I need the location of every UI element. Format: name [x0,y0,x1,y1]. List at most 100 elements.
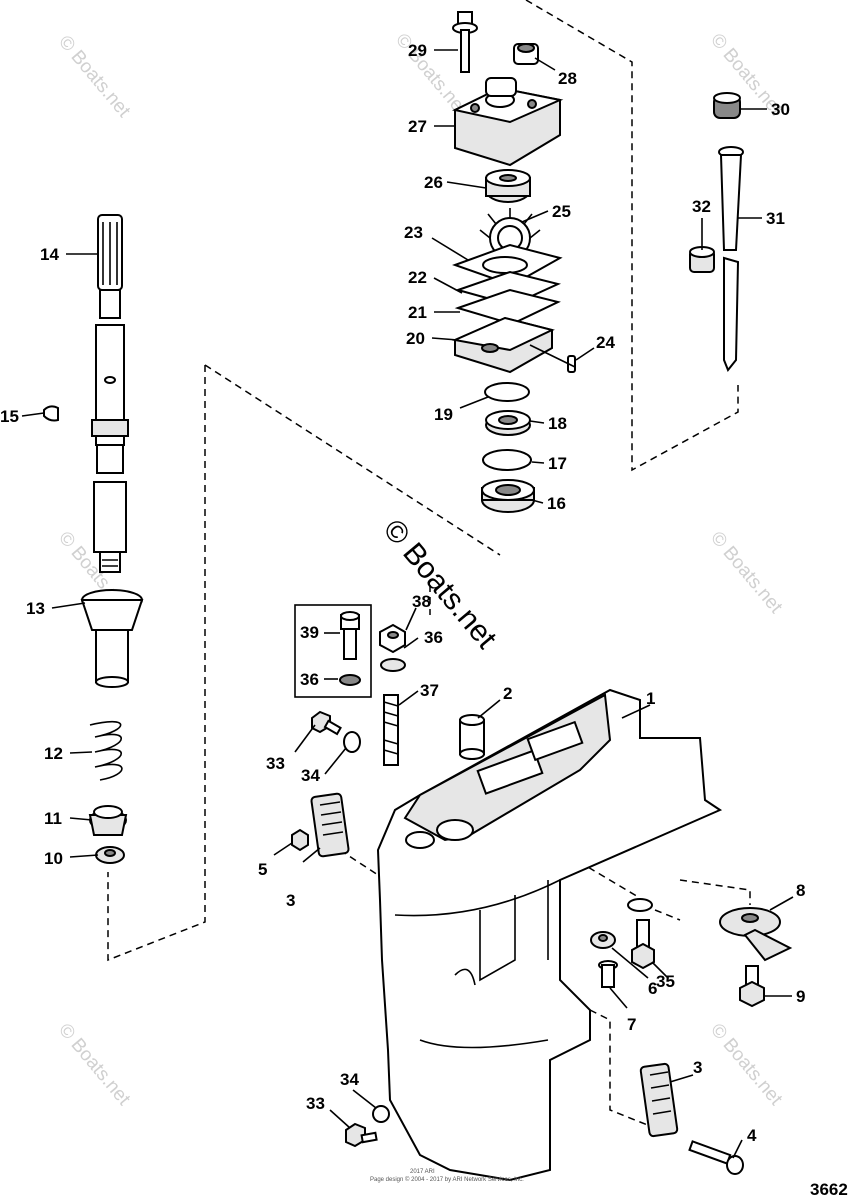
drive-key-15 [43,405,59,422]
callout-28: 28 [558,69,577,88]
trim-tab-8 [719,907,793,962]
bolt-39 [340,611,360,660]
callout-33-lower: 33 [306,1094,325,1113]
screw-7 [598,960,618,988]
anode-3-upper [310,792,350,858]
callout-39: 39 [300,623,319,642]
callout-19: 19 [434,405,453,424]
screw-33-lower [345,1122,378,1148]
pinion-nut-10 [95,846,125,864]
callout-5: 5 [258,860,267,879]
watermark-bottom-left: © Boats.net [54,1020,135,1110]
callout-34-upper: 34 [301,766,320,785]
callout-4: 4 [747,1126,757,1145]
callout-3-upper: 3 [286,891,295,910]
pump-plate-21 [454,288,561,326]
fasteners [291,710,744,1175]
stud-kit-box [294,604,372,698]
callout-6: 6 [648,979,657,998]
callout-15: 15 [0,407,19,426]
footer-top-line: 2017 ARI [410,1169,435,1175]
callout-37: 37 [420,681,439,700]
o-ring-19 [484,382,530,402]
water-pump-housing [451,77,564,167]
stud-37 [383,694,399,766]
bolt-35 [631,919,655,970]
washer-35 [627,898,653,912]
oil-seal-18 [485,410,531,436]
callout-17: 17 [548,454,567,473]
drive-shaft-14 [91,214,129,573]
callout-32: 32 [692,197,711,216]
callout-18: 18 [548,414,567,433]
callout-labels: 1 2 3 3 4 5 6 7 8 9 10 11 12 13 14 15 16… [0,41,805,1145]
callout-36-box: 36 [300,670,319,689]
anode-3-lower [639,1062,679,1138]
pump-insert [485,169,531,203]
tube-grommet-32 [689,246,715,273]
callout-38: 38 [412,592,431,611]
pump-bolt [452,11,478,73]
callout-34-lower: 34 [340,1070,359,1089]
callout-35: 35 [656,972,675,991]
watermark-bottom-right: © Boats.net [706,1020,787,1110]
callout-14: 14 [40,245,59,264]
pinion-gear-11 [88,805,128,836]
callout-29: 29 [408,41,427,60]
callout-27: 27 [408,117,427,136]
washer-36-box [339,674,361,686]
washer-34-lower [372,1105,390,1123]
water-pump-stack [451,11,576,513]
callout-11: 11 [44,809,62,828]
stud-hardware [379,623,406,766]
water-tube-assembly [689,92,744,372]
bearing-sleeve-13 [80,589,144,688]
footer-copyright: Page design © 2004 - 2017 by ARI Network… [370,1176,524,1183]
callout-31: 31 [766,209,785,228]
washer-6 [590,931,616,949]
screw-4 [688,1140,744,1175]
callout-9: 9 [796,987,805,1006]
pump-base [451,316,555,374]
callout-16: 16 [547,494,566,513]
callout-26: 26 [424,173,443,192]
pump-grommet [513,43,539,65]
callout-2: 2 [503,684,512,703]
o-ring-17 [482,449,532,471]
ball-bearing-16 [481,479,535,513]
callout-20: 20 [406,329,425,348]
callout-33-upper: 33 [266,754,285,773]
callout-8: 8 [796,881,805,900]
callout-25: 25 [552,202,571,221]
washer-36 [380,658,406,672]
nut-38 [379,623,406,654]
callout-12: 12 [44,744,63,763]
callout-30: 30 [771,100,790,119]
callout-3-lower: 3 [693,1058,702,1077]
callout-21: 21 [408,303,427,322]
screw-33-upper [311,710,342,736]
spring-12 [89,720,123,781]
callout-13: 13 [26,599,45,618]
gear-housing-1 [376,688,723,1182]
callout-22: 22 [408,268,427,287]
leader-lines [21,49,794,1159]
watermark-mid-right: © Boats.net [706,528,787,618]
drive-shaft-assembly [43,214,144,864]
callout-36: 36 [424,628,443,647]
figure-number: 3662 [810,1180,848,1199]
callout-7: 7 [627,1015,636,1034]
screw-5 [291,828,309,852]
bolt-9 [739,965,765,1008]
dowel-sleeve-2 [459,714,485,760]
washer-34-upper [343,731,361,753]
callout-10: 10 [44,849,63,868]
watermark-top-left: © Boats.net [54,32,135,122]
callout-24: 24 [596,333,615,352]
watermark-top-mid: © Boats.net [391,30,472,120]
tube-seal-30 [713,92,741,119]
callout-23: 23 [404,223,423,242]
assembly-dashed-lines [107,0,751,1131]
callout-1: 1 [646,689,655,708]
